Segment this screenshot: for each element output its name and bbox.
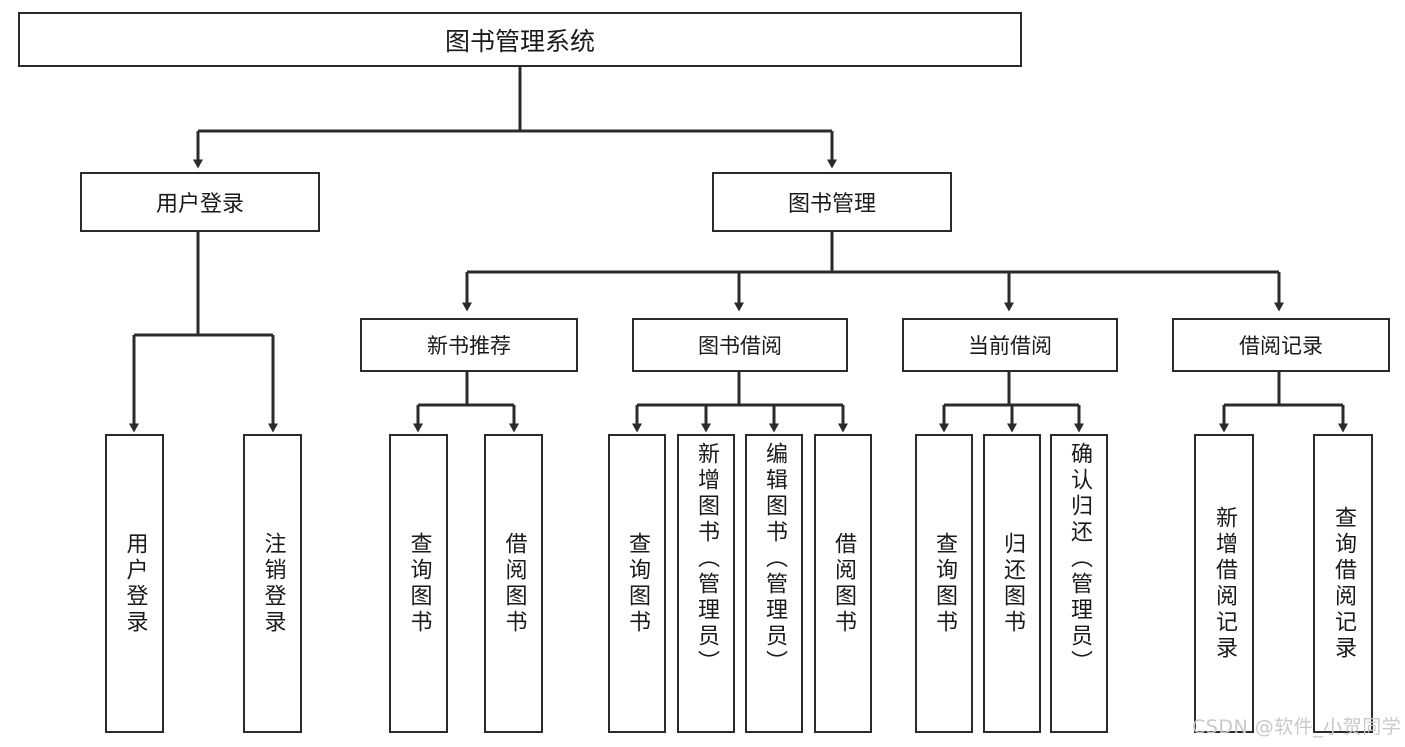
leaf-query-book-current[interactable]: 查询图书 — [915, 434, 973, 733]
leaf-label: 查询图书 — [406, 531, 432, 636]
node-new-book-recommend[interactable]: 新书推荐 — [360, 318, 578, 372]
leaf-label: 归还图书 — [1000, 531, 1025, 636]
node-label: 图书管理系统 — [444, 26, 595, 56]
node-borrow-record[interactable]: 借阅记录 — [1172, 318, 1390, 372]
leaf-logout-login[interactable]: 注销登录 — [243, 434, 302, 733]
root-to-level1-connector — [193, 67, 837, 169]
leaf-query-borrow-record[interactable]: 查询借阅记录 — [1313, 434, 1373, 733]
leaf-user-login[interactable]: 用户登录 — [105, 434, 164, 733]
current-borrow-to-leaves-connector — [939, 372, 1084, 433]
borrow-record-to-leaves-connector — [1219, 372, 1348, 433]
book-manage-to-level2-connector — [462, 232, 1284, 312]
new-book-to-leaves-connector — [413, 372, 519, 433]
leaf-return-book[interactable]: 归还图书 — [983, 434, 1041, 733]
node-current-borrow[interactable]: 当前借阅 — [902, 318, 1118, 372]
watermark-text: CSDN @软件_小贺同学 — [1192, 716, 1402, 738]
leaf-label: 新增借阅记录 — [1212, 505, 1237, 662]
leaf-label: 查询图书 — [932, 531, 957, 636]
node-label: 新书推荐 — [427, 334, 511, 358]
leaf-borrow-book[interactable]: 借阅图书 — [814, 434, 872, 733]
leaf-label: 借阅图书 — [831, 531, 856, 636]
leaf-label: 查询图书 — [625, 531, 650, 636]
node-label: 用户登录 — [155, 192, 244, 217]
leaf-label: 确认归还（管理员） — [1067, 442, 1092, 676]
user-login-to-leaves-connector — [129, 232, 278, 433]
leaf-label: 用户登录 — [122, 531, 148, 636]
node-book-borrow[interactable]: 图书借阅 — [632, 318, 848, 372]
book-borrow-to-leaves-connector — [632, 372, 848, 433]
leaf-add-book-admin[interactable]: 新增图书（管理员） — [677, 434, 735, 733]
leaf-edit-book-admin[interactable]: 编辑图书（管理员） — [745, 434, 803, 733]
leaf-label: 注销登录 — [260, 531, 286, 636]
leaf-add-borrow-record[interactable]: 新增借阅记录 — [1194, 434, 1254, 733]
node-label: 图书管理 — [787, 192, 876, 217]
node-root-book-management-system[interactable]: 图书管理系统 — [18, 12, 1022, 67]
node-label: 借阅记录 — [1239, 334, 1323, 358]
leaf-label: 编辑图书（管理员） — [762, 442, 787, 676]
leaf-borrow-book-recommend[interactable]: 借阅图书 — [484, 434, 543, 733]
node-book-management[interactable]: 图书管理 — [712, 172, 952, 232]
leaf-label: 借阅图书 — [501, 531, 527, 636]
node-label: 当前借阅 — [968, 334, 1052, 358]
node-user-login[interactable]: 用户登录 — [80, 172, 320, 232]
node-label: 图书借阅 — [698, 334, 782, 358]
leaf-label: 查询借阅记录 — [1331, 505, 1356, 662]
leaf-query-book-recommend[interactable]: 查询图书 — [389, 434, 448, 733]
leaf-label: 新增图书（管理员） — [694, 442, 719, 676]
leaf-confirm-return-admin[interactable]: 确认归还（管理员） — [1050, 434, 1108, 733]
leaf-query-book-borrow[interactable]: 查询图书 — [608, 434, 666, 733]
